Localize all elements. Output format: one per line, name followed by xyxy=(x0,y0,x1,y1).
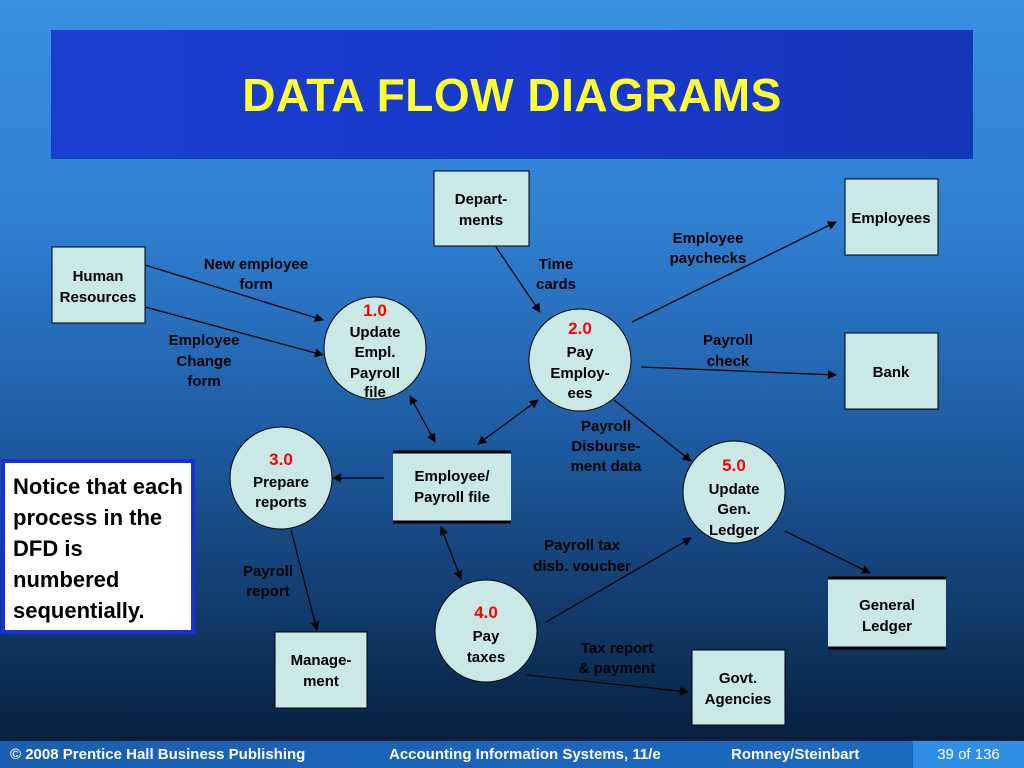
arrow-p3-to-mgmt xyxy=(290,529,320,631)
arrow-hr-to-p1-change xyxy=(144,306,324,358)
process-label: Ledger xyxy=(709,522,759,539)
entity-label: Employees xyxy=(851,210,930,227)
flow-label-payroll-disbursement-data: Disburse- xyxy=(571,438,640,455)
note-text: Notice that each process in the DFD is n… xyxy=(13,474,183,623)
flow-label-new-employee-form: New employee xyxy=(204,256,308,273)
process-label: Prepare xyxy=(253,474,309,491)
datastore-label: Payroll file xyxy=(414,489,490,506)
process-label: Payroll xyxy=(350,365,400,382)
arrow-p2-file xyxy=(477,399,539,445)
arrow-p5-to-gl xyxy=(784,530,871,574)
entity-label: Govt. xyxy=(719,670,757,687)
arrow-p2-to-p5 xyxy=(613,399,692,462)
process-number: 5.0 xyxy=(722,456,746,475)
footer-page-number: 39 of 136 xyxy=(913,741,1024,768)
flow-label-tax-report: Tax report xyxy=(581,640,653,657)
entity-employees: Employees xyxy=(844,178,939,256)
footer-authors: Romney/Steinbart xyxy=(731,746,860,763)
flow-arrows xyxy=(144,221,871,696)
entity-label: Depart- xyxy=(455,191,508,208)
datastore-employee-payroll-file: Employee/ Payroll file xyxy=(393,450,511,524)
flow-label-new-employee-form: form xyxy=(239,276,272,293)
flow-label-employee-change-form: Employee xyxy=(169,332,240,349)
flow-label-payroll-check: Payroll xyxy=(703,332,753,349)
datastore-general-ledger: General Ledger xyxy=(828,576,946,650)
datastore-label: General xyxy=(859,597,915,614)
flow-label-payroll-tax-voucher: Payroll tax xyxy=(544,537,621,554)
footer-course: Accounting Information Systems, 11/e xyxy=(389,746,661,763)
flow-label-payroll-report: report xyxy=(246,583,289,600)
arrow-p1-file xyxy=(409,395,436,443)
flow-label-payroll-check: check xyxy=(707,353,750,370)
entity-label: Bank xyxy=(873,364,910,381)
title-banner: DATA FLOW DIAGRAMS xyxy=(51,30,973,159)
process-label: Gen. xyxy=(717,501,750,518)
process-label: taxes xyxy=(467,649,505,666)
process-number: 3.0 xyxy=(269,450,293,469)
process-label: ees xyxy=(567,385,592,402)
process-label: Empl. xyxy=(355,344,396,361)
entity-management: Manage- ment xyxy=(274,631,368,709)
process-2: 2.0 Pay Employ- ees xyxy=(528,308,632,412)
flow-label-time-cards: Time xyxy=(539,256,574,273)
arrow-p4-to-p5 xyxy=(545,537,692,623)
flow-label-tax-report: & payment xyxy=(579,660,656,677)
entity-human-resources: Human Resources xyxy=(51,246,146,324)
process-number: 1.0 xyxy=(363,301,387,320)
process-label: file xyxy=(364,384,386,401)
flow-labels: New employee form Employee Change form T… xyxy=(169,230,753,677)
slide-footer: © 2008 Prentice Hall Business Publishing… xyxy=(0,741,1024,768)
process-label: Employ- xyxy=(550,365,609,382)
entity-label: Resources xyxy=(60,289,137,306)
arrow-p4-to-govt xyxy=(526,674,689,696)
entity-label: ments xyxy=(459,212,503,229)
process-label: reports xyxy=(255,494,307,511)
entity-govt-agencies: Govt. Agencies xyxy=(691,649,786,726)
dfd-diagram: Human Resources Depart- ments Employees … xyxy=(51,170,946,726)
process-4: 4.0 Pay taxes xyxy=(434,579,538,683)
arrow-p2-to-employees xyxy=(631,221,837,323)
process-3: 3.0 Prepare reports xyxy=(229,426,333,530)
entity-label: Manage- xyxy=(291,652,352,669)
process-1: 1.0 Update Empl. Payroll file xyxy=(323,296,427,401)
flow-label-payroll-report: Payroll xyxy=(243,563,293,580)
entity-label: Human xyxy=(73,268,124,285)
slide-title: DATA FLOW DIAGRAMS xyxy=(242,68,782,121)
process-label: Pay xyxy=(567,344,594,361)
flow-label-time-cards: cards xyxy=(536,276,576,293)
arrow-hr-to-p1-new xyxy=(144,264,324,322)
datastore-label: Employee/ xyxy=(414,468,490,485)
footer-copyright: © 2008 Prentice Hall Business Publishing xyxy=(10,746,306,763)
flow-label-employee-change-form: Change xyxy=(176,353,231,370)
entity-bank: Bank xyxy=(844,332,939,410)
process-label: Pay xyxy=(473,628,500,645)
note-callout: Notice that each process in the DFD is n… xyxy=(1,459,195,634)
entity-departments: Depart- ments xyxy=(433,170,530,247)
arrow-dept-to-p2 xyxy=(495,246,541,313)
process-5: 5.0 Update Gen. Ledger xyxy=(682,440,786,544)
arrow-file-p4 xyxy=(439,526,463,580)
process-label: Update xyxy=(709,481,760,498)
entity-label: ment xyxy=(303,673,339,690)
entity-label: Agencies xyxy=(705,691,772,708)
arrow-p2-to-bank xyxy=(640,366,837,380)
flow-label-payroll-disbursement-data: ment data xyxy=(571,458,643,475)
flow-label-payroll-disbursement-data: Payroll xyxy=(581,418,631,435)
process-number: 4.0 xyxy=(474,603,498,622)
flow-label-employee-paychecks: paychecks xyxy=(670,250,747,267)
flow-label-payroll-tax-voucher: disb. voucher xyxy=(533,558,631,575)
flow-label-employee-paychecks: Employee xyxy=(673,230,744,247)
process-number: 2.0 xyxy=(568,319,592,338)
datastore-label: Ledger xyxy=(862,618,912,635)
flow-label-employee-change-form: form xyxy=(187,373,220,390)
process-label: Update xyxy=(350,324,401,341)
